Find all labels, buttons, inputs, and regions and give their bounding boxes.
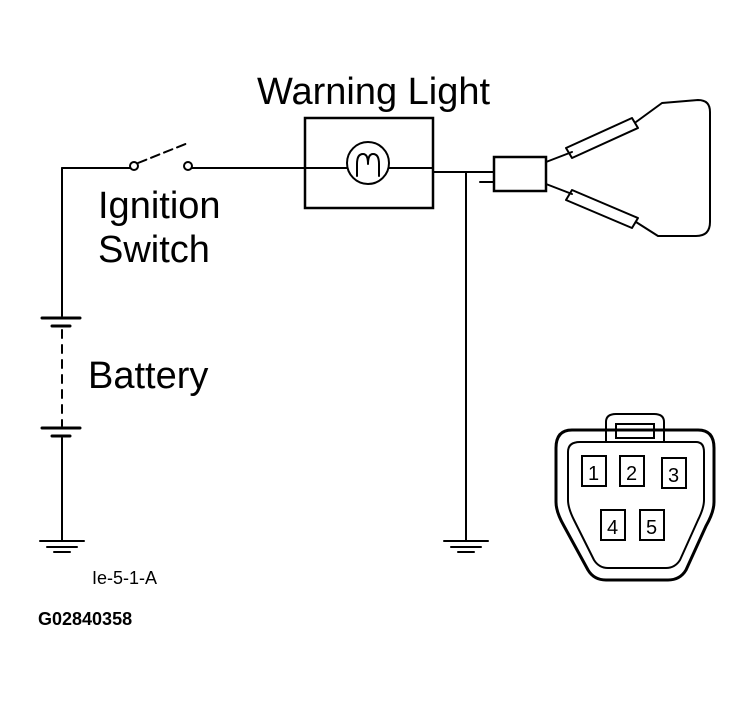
ground-symbol-left <box>39 540 85 553</box>
warning-light-bulb <box>346 141 390 185</box>
connector-inner-shell <box>567 441 705 569</box>
sensor-element-lower <box>565 189 639 229</box>
warning-light-label: Warning Light <box>257 71 490 113</box>
pin-box-3 <box>661 457 687 489</box>
connector-outer-shell <box>554 428 716 582</box>
figure-id-label: G02840358 <box>38 609 132 629</box>
pin-label-3: 3 <box>668 465 679 487</box>
pin-box-1 <box>581 455 607 487</box>
pin-label-1: 1 <box>588 463 599 485</box>
connector-latch-slot <box>615 423 655 439</box>
sensor-element-upper <box>565 117 639 159</box>
connector-face: 1 2 3 4 5 <box>554 413 716 582</box>
bulb-filament <box>356 153 380 177</box>
ignition-switch-blade <box>137 142 189 164</box>
switch-contact-right <box>183 161 193 171</box>
pin-label-4: 4 <box>607 517 618 539</box>
sensor-lead-lower <box>545 183 573 195</box>
connector-latch <box>605 413 665 443</box>
sensor-lead-upper <box>545 151 573 163</box>
sensor-loop <box>635 99 711 237</box>
pin-box-5 <box>639 509 665 541</box>
ground-symbol-right <box>443 540 489 553</box>
pin-label-2: 2 <box>626 463 637 485</box>
figure-ref-label: Ie-5-1-A <box>92 568 157 588</box>
ignition-label-line1: Ignition <box>98 185 221 227</box>
pin-box-4 <box>600 509 626 541</box>
battery-label: Battery <box>88 355 208 397</box>
pin-box-2 <box>619 455 645 487</box>
ignition-label-line2: Switch <box>98 229 210 271</box>
sensor-connector-body <box>492 155 548 193</box>
pin-label-5: 5 <box>646 517 657 539</box>
switch-contact-left <box>129 161 139 171</box>
